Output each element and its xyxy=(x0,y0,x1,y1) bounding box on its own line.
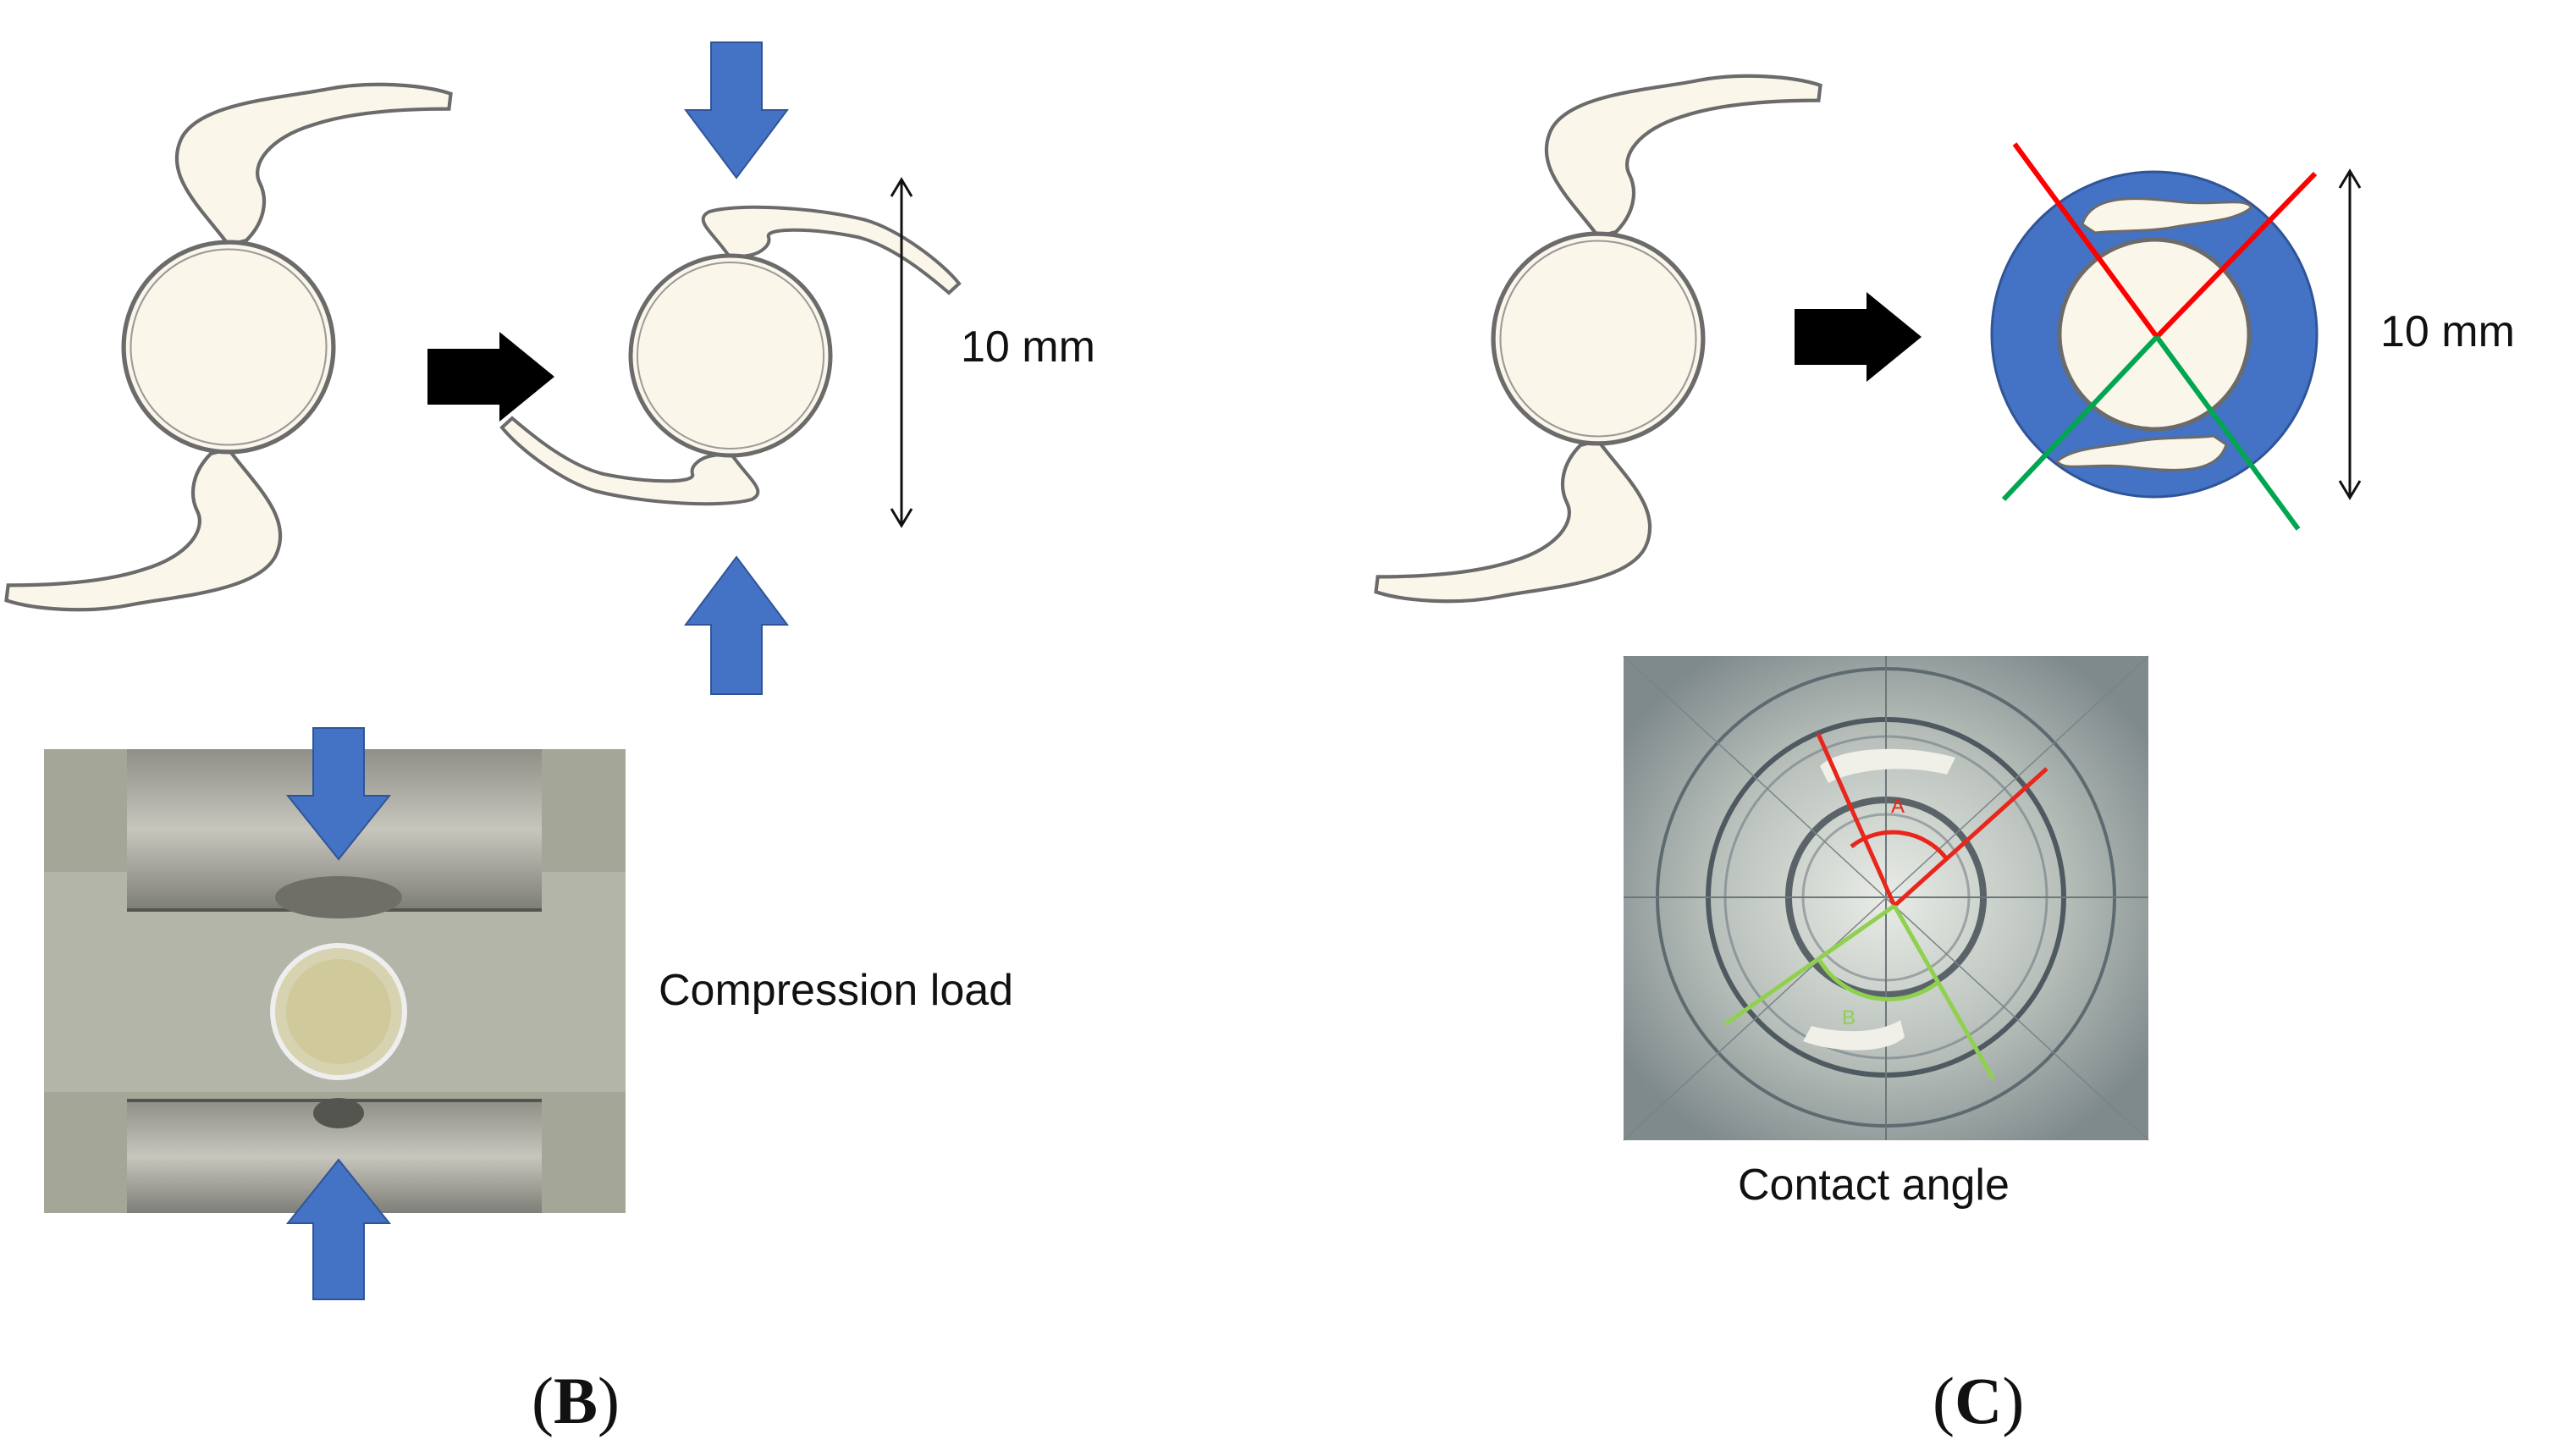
photo-load-arrow-bottom xyxy=(285,1158,392,1300)
photo-angle-label-a: A xyxy=(1891,795,1905,818)
panel-letter-b: B xyxy=(553,1364,598,1437)
compression-load-caption: Compression load xyxy=(659,966,1014,1015)
process-arrow-b xyxy=(427,332,554,422)
compression-photo xyxy=(44,727,626,1300)
iol-compressed xyxy=(502,207,959,504)
panel-letter-c: C xyxy=(1954,1364,2003,1437)
photo-angle-label-b: B xyxy=(1842,1007,1855,1029)
contact-angle-caption: Contact angle xyxy=(1738,1161,2010,1210)
dimension-marker-c xyxy=(2338,168,2362,500)
load-arrow-bottom xyxy=(684,555,789,695)
angle-line-lower-right xyxy=(2154,335,2301,531)
process-arrow-c xyxy=(1795,292,1922,382)
iol-uncompressed-c xyxy=(1376,76,1821,601)
dimension-marker-b xyxy=(890,177,913,528)
photo-load-arrow-top xyxy=(285,727,392,861)
angle-line-lower-left xyxy=(2001,334,2159,502)
contact-diagram xyxy=(1990,142,2319,531)
dimension-label-c: 10 mm xyxy=(2380,307,2515,356)
panel-label-b: (B) xyxy=(532,1364,620,1437)
panel-label-c: (C) xyxy=(1933,1364,2025,1437)
angle-line-upper-right xyxy=(2154,171,2318,339)
iol-uncompressed-b xyxy=(7,85,451,609)
contact-angle-photo: A B xyxy=(1623,655,2149,1141)
dimension-label-b: 10 mm xyxy=(961,323,1095,372)
angle-line-upper-left xyxy=(2012,142,2159,339)
load-arrow-top xyxy=(684,41,789,179)
